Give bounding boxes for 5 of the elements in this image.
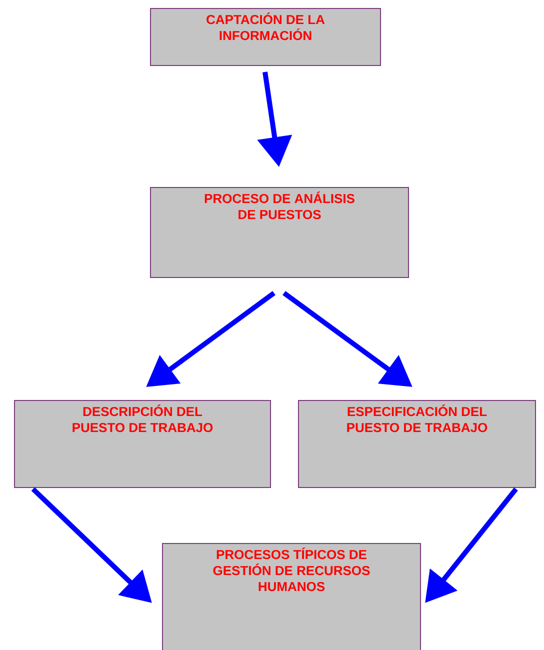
- process-box: DESCRIPCIÓN DEL PUESTO DE TRABAJO: [14, 400, 271, 488]
- process-box: PROCESO DE ANÁLISIS DE PUESTOS: [150, 187, 409, 278]
- process-box: ESPECIFICACIÓN DEL PUESTO DE TRABAJO: [298, 400, 536, 488]
- process-box: PROCESOS TÍPICOS DE GESTIÓN DE RECURSOS HUMANOS: [162, 543, 421, 650]
- process-box: CAPTACIÓN DE LA INFORMACIÓN: [150, 8, 381, 66]
